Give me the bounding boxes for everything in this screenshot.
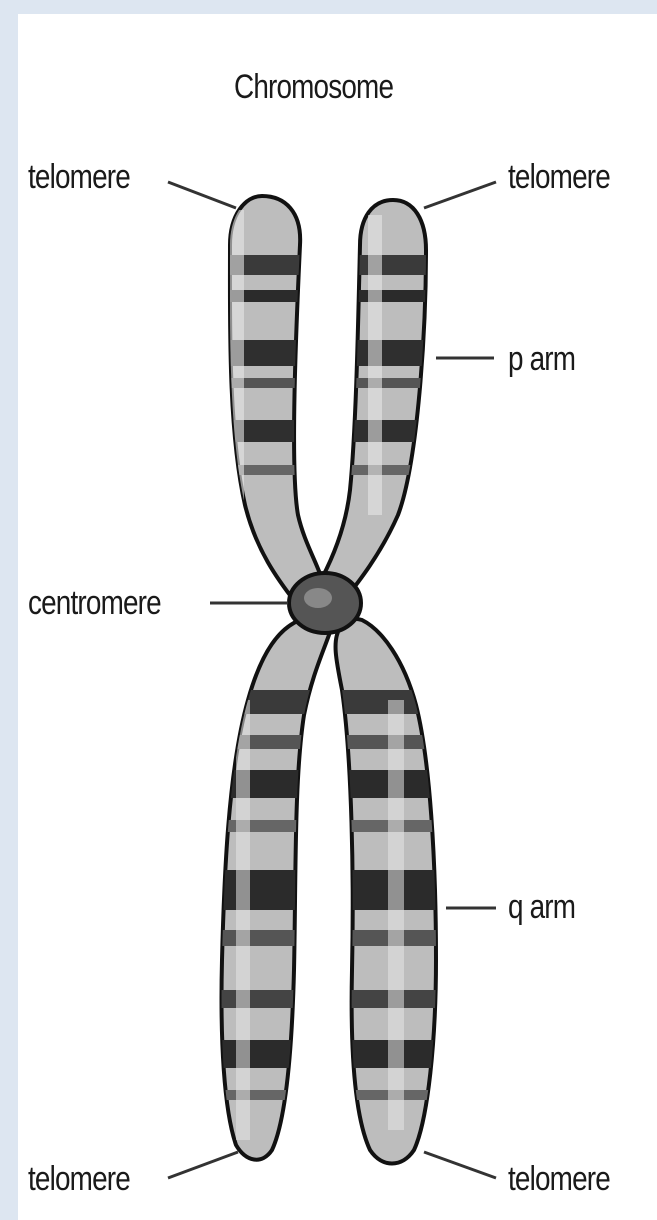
chromatid-upper-right (319, 200, 450, 609)
label-telomere-top-right: telomere (508, 158, 610, 197)
label-telomere-top-left: telomere (28, 158, 130, 197)
label-p-arm: p arm (508, 340, 575, 379)
label-telomere-bottom-left: telomere (28, 1160, 130, 1199)
leader-lines (168, 182, 496, 1178)
diagram-title: Chromosome (234, 68, 393, 107)
chromatid-upper-left (220, 196, 330, 609)
leader-telomere-bottom-left (168, 1152, 238, 1178)
chromatid-lower-right (330, 619, 460, 1164)
leader-telomere-top-right (424, 182, 496, 208)
leader-telomere-bottom-right (424, 1152, 496, 1178)
label-centromere: centromere (28, 584, 161, 623)
leader-telomere-top-left (168, 182, 236, 208)
label-telomere-bottom-right: telomere (508, 1160, 610, 1199)
chromatid-lower-left (210, 618, 340, 1160)
label-q-arm: q arm (508, 888, 575, 927)
